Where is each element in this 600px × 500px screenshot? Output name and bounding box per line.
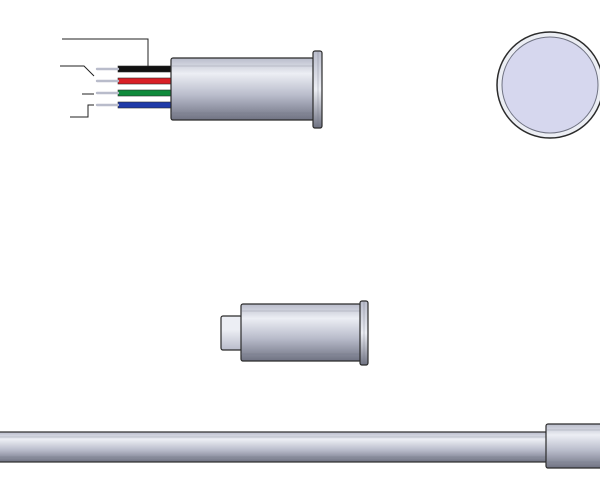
sensor-body xyxy=(170,57,315,121)
side-view-with-wires xyxy=(60,38,323,129)
leader-lines xyxy=(60,38,149,118)
wire-blue xyxy=(95,101,173,109)
rod-end-housing xyxy=(545,423,600,469)
long-rod-view xyxy=(0,423,600,469)
wire-bundle xyxy=(95,65,173,109)
end-view xyxy=(496,31,600,139)
leader-line-red xyxy=(60,65,95,77)
sensor-flange xyxy=(312,50,323,129)
leader-line-black xyxy=(62,38,149,68)
long-rod xyxy=(0,431,549,463)
leader-line-blue xyxy=(70,104,94,118)
wire-black xyxy=(95,65,173,73)
side-view-with-plunger xyxy=(220,300,369,366)
wire-green xyxy=(95,89,173,97)
wire-red xyxy=(95,77,173,85)
plunger-tip xyxy=(220,315,243,351)
plunger-body xyxy=(240,303,362,362)
end-view-face xyxy=(501,36,599,134)
